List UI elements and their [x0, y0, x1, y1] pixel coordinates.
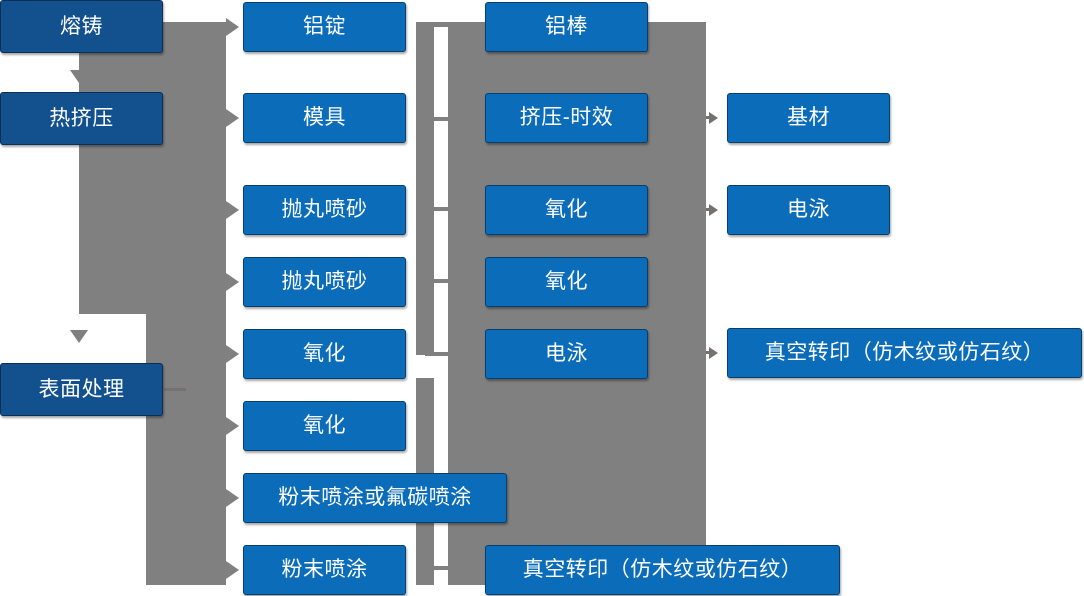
process-box-oxidation-2[interactable]: 氧化 — [243, 401, 406, 451]
connector-spine-one-trunk — [79, 22, 146, 314]
spine-one-arrow-5 — [226, 345, 239, 363]
process-label: 粉末喷涂或氟碳喷涂 — [278, 486, 472, 510]
process-label: 氧化 — [545, 198, 588, 222]
output-label: 电泳 — [787, 198, 830, 222]
output-box-electrophoresis[interactable]: 电泳 — [727, 185, 890, 235]
output-box-substrate[interactable]: 基材 — [727, 93, 890, 143]
process-box-oxidation-3[interactable]: 氧化 — [485, 185, 648, 235]
spine-two-rung-5 — [425, 352, 456, 356]
spine-one-arrow-7 — [226, 489, 239, 507]
output-arrow-to-electrophoresis — [709, 204, 718, 216]
process-label: 粉末喷涂 — [281, 558, 368, 582]
process-box-mold[interactable]: 模具 — [243, 93, 406, 143]
output-arrow-to-vacuum-transfer — [709, 347, 718, 359]
process-label: 抛丸喷砂 — [281, 198, 368, 222]
process-label: 铝棒 — [545, 15, 588, 39]
stage-box-hot-extrusion[interactable]: 热挤压 — [0, 92, 163, 145]
stage-box-surface-treatment[interactable]: 表面处理 — [0, 363, 163, 416]
process-box-shot-blasting-2[interactable]: 抛丸喷砂 — [243, 257, 406, 307]
output-arrow-to-substrate — [709, 112, 718, 124]
output-line-to-vacuum-transfer — [706, 351, 712, 354]
process-label: 抛丸喷砂 — [281, 270, 368, 294]
process-box-oxidation-4[interactable]: 氧化 — [485, 257, 648, 307]
spine-one-arrow-1 — [226, 18, 239, 36]
process-label: 氧化 — [303, 342, 346, 366]
spine-two-rung-3 — [425, 207, 456, 211]
spine-one-arrow-2 — [226, 109, 239, 127]
process-box-aluminum-rod[interactable]: 铝棒 — [485, 2, 648, 52]
spine-one-arrow-6 — [226, 417, 239, 435]
process-label: 氧化 — [303, 414, 346, 438]
spine-one-arrow-4 — [226, 273, 239, 291]
process-label: 真空转印（仿木纹或仿石纹） — [522, 558, 803, 582]
stage-label: 热挤压 — [49, 106, 114, 130]
output-line-to-electrophoresis — [706, 208, 712, 211]
spine-one-arrow-3 — [226, 201, 239, 219]
output-label: 真空转印（仿木纹或仿石纹） — [764, 341, 1045, 365]
connector-spine-two-rail-upper — [416, 22, 434, 355]
output-label: 基材 — [787, 106, 830, 130]
spine-two-rung-2 — [425, 117, 456, 121]
output-line-to-substrate — [706, 116, 712, 119]
stage-label: 熔铸 — [60, 14, 103, 38]
connector-stub-surface-treatment — [164, 388, 186, 391]
process-box-oxidation-1[interactable]: 氧化 — [243, 329, 406, 379]
process-box-aluminum-ingot[interactable]: 铝锭 — [243, 2, 406, 52]
process-box-powder-coating[interactable]: 粉末喷涂 — [243, 545, 406, 595]
process-label: 挤压-时效 — [519, 106, 614, 130]
output-box-vacuum-transfer[interactable]: 真空转印（仿木纹或仿石纹） — [727, 328, 1082, 378]
spine-two-rung-1 — [416, 22, 456, 27]
process-label: 氧化 — [545, 270, 588, 294]
process-box-extrusion-aging[interactable]: 挤压-时效 — [485, 93, 648, 143]
process-box-electrophoresis-mid[interactable]: 电泳 — [485, 329, 648, 379]
spine-two-rung-4 — [425, 279, 456, 283]
process-box-powder-or-fluorocarbon-coating[interactable]: 粉末喷涂或氟碳喷涂 — [243, 473, 507, 523]
stage-label: 表面处理 — [38, 377, 125, 401]
connector-arrow-down-to-stage-two — [70, 70, 88, 83]
process-box-vacuum-transfer-mid[interactable]: 真空转印（仿木纹或仿石纹） — [485, 545, 840, 595]
stage-box-melting-casting[interactable]: 熔铸 — [0, 0, 163, 53]
process-label: 模具 — [303, 106, 346, 130]
spine-two-rung-6 — [425, 566, 456, 570]
connector-arrow-down-to-stage-three — [70, 330, 88, 343]
process-label: 铝锭 — [303, 15, 346, 39]
process-box-shot-blasting-1[interactable]: 抛丸喷砂 — [243, 185, 406, 235]
process-label: 电泳 — [545, 342, 588, 366]
spine-one-arrow-8 — [226, 561, 239, 579]
